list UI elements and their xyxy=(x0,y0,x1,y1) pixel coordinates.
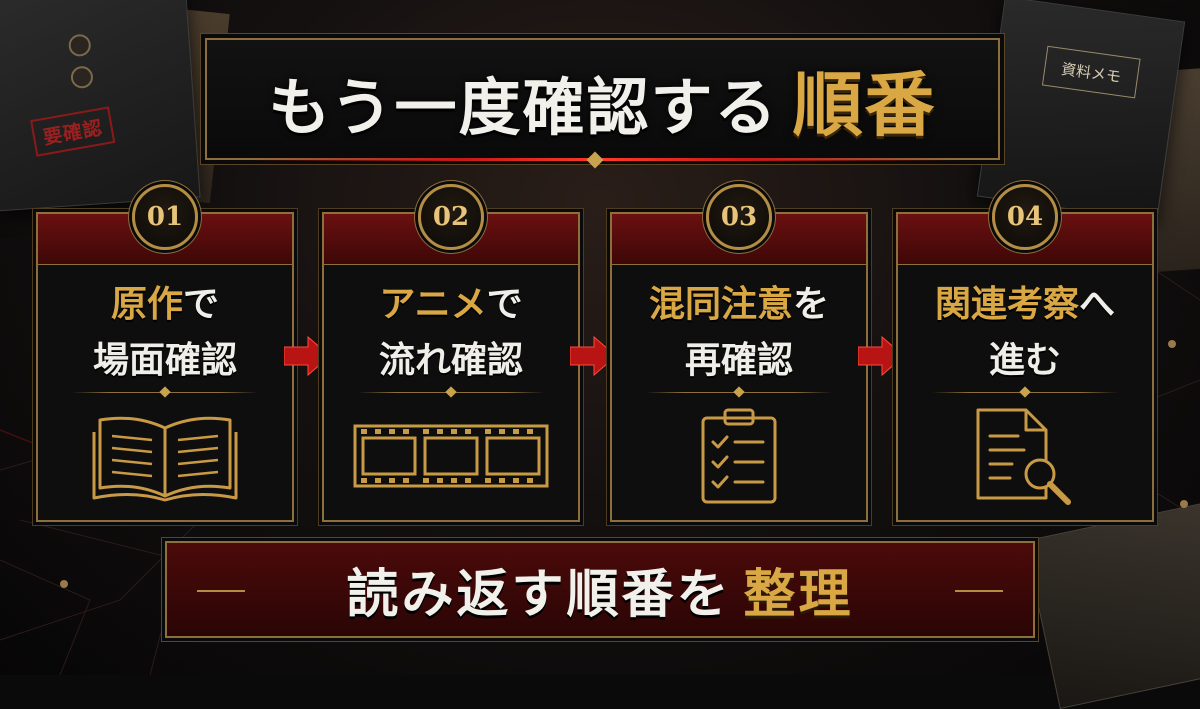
step-number-badge: 01 xyxy=(132,184,198,250)
step-label: 原作で 場面確認 xyxy=(38,276,292,388)
notebook-label: 資料メモ xyxy=(1041,45,1141,99)
step-card-3: 03 混同注意を 再確認 xyxy=(610,184,868,522)
step-label-highlight: 混同注意 xyxy=(648,283,793,325)
open-book-icon xyxy=(92,416,238,502)
page-title: もう一度確認する順番 xyxy=(268,49,936,150)
step-number-badge: 03 xyxy=(706,184,772,250)
footer-accent-text: 整理 xyxy=(743,564,854,625)
step-label-particle: で xyxy=(183,283,220,325)
step-label: アニメで 流れ確認 xyxy=(324,276,578,388)
clipboard-checklist-icon xyxy=(701,408,777,504)
title-main-text: もう一度確認する xyxy=(268,70,779,144)
step-label-line2: 流れ確認 xyxy=(378,339,523,381)
arrow-right-icon xyxy=(284,335,330,377)
ornament-divider xyxy=(646,392,832,393)
case-folder-left: 要確認 xyxy=(0,0,201,212)
step-card-4: 04 関連考察へ 進む xyxy=(896,184,1154,522)
footer-ornament-line xyxy=(955,590,1003,592)
step-label-particle: を xyxy=(793,283,830,325)
footer-text: 読み返す順番を整理 xyxy=(346,552,853,627)
step-label: 関連考察へ 進む xyxy=(898,276,1152,388)
pin-icon xyxy=(1168,340,1176,348)
title-banner: もう一度確認する順番 xyxy=(205,38,1000,161)
pin-icon xyxy=(60,580,68,588)
footer-ornament-line xyxy=(197,590,245,592)
confirmation-stamp: 要確認 xyxy=(30,106,116,157)
footer-banner: 読み返す順番を整理 xyxy=(165,541,1035,638)
step-number-badge: 02 xyxy=(418,184,484,250)
step-label-line2: 場面確認 xyxy=(92,339,237,381)
folder-clasp xyxy=(70,65,94,89)
step-card-2: 02 アニメで 流れ確認 xyxy=(322,184,580,522)
step-label-particle: へ xyxy=(1079,283,1116,325)
step-label-particle: で xyxy=(486,283,523,325)
footer-main-text: 読み返す順番を xyxy=(346,564,732,625)
step-card-1: 01 原作で 場面確認 xyxy=(36,184,294,522)
pin-icon xyxy=(1180,500,1188,508)
document-search-icon xyxy=(976,408,1071,505)
title-accent-text: 順番 xyxy=(792,62,937,146)
step-number-badge: 04 xyxy=(992,184,1058,250)
ornament-divider xyxy=(72,392,258,393)
step-label-line2: 再確認 xyxy=(684,339,793,381)
step-label-highlight: 関連考察 xyxy=(934,283,1079,325)
step-label-line2: 進む xyxy=(988,339,1061,381)
step-label-highlight: 原作 xyxy=(110,283,183,325)
arrow-right-icon xyxy=(858,335,904,377)
ornament-divider xyxy=(358,392,544,393)
folder-clasp xyxy=(67,33,92,58)
arrow-right-icon xyxy=(570,335,616,377)
step-label-highlight: アニメ xyxy=(379,283,487,325)
step-label: 混同注意を 再確認 xyxy=(612,276,866,388)
film-strip-icon xyxy=(353,424,549,488)
ornament-divider xyxy=(932,392,1118,393)
